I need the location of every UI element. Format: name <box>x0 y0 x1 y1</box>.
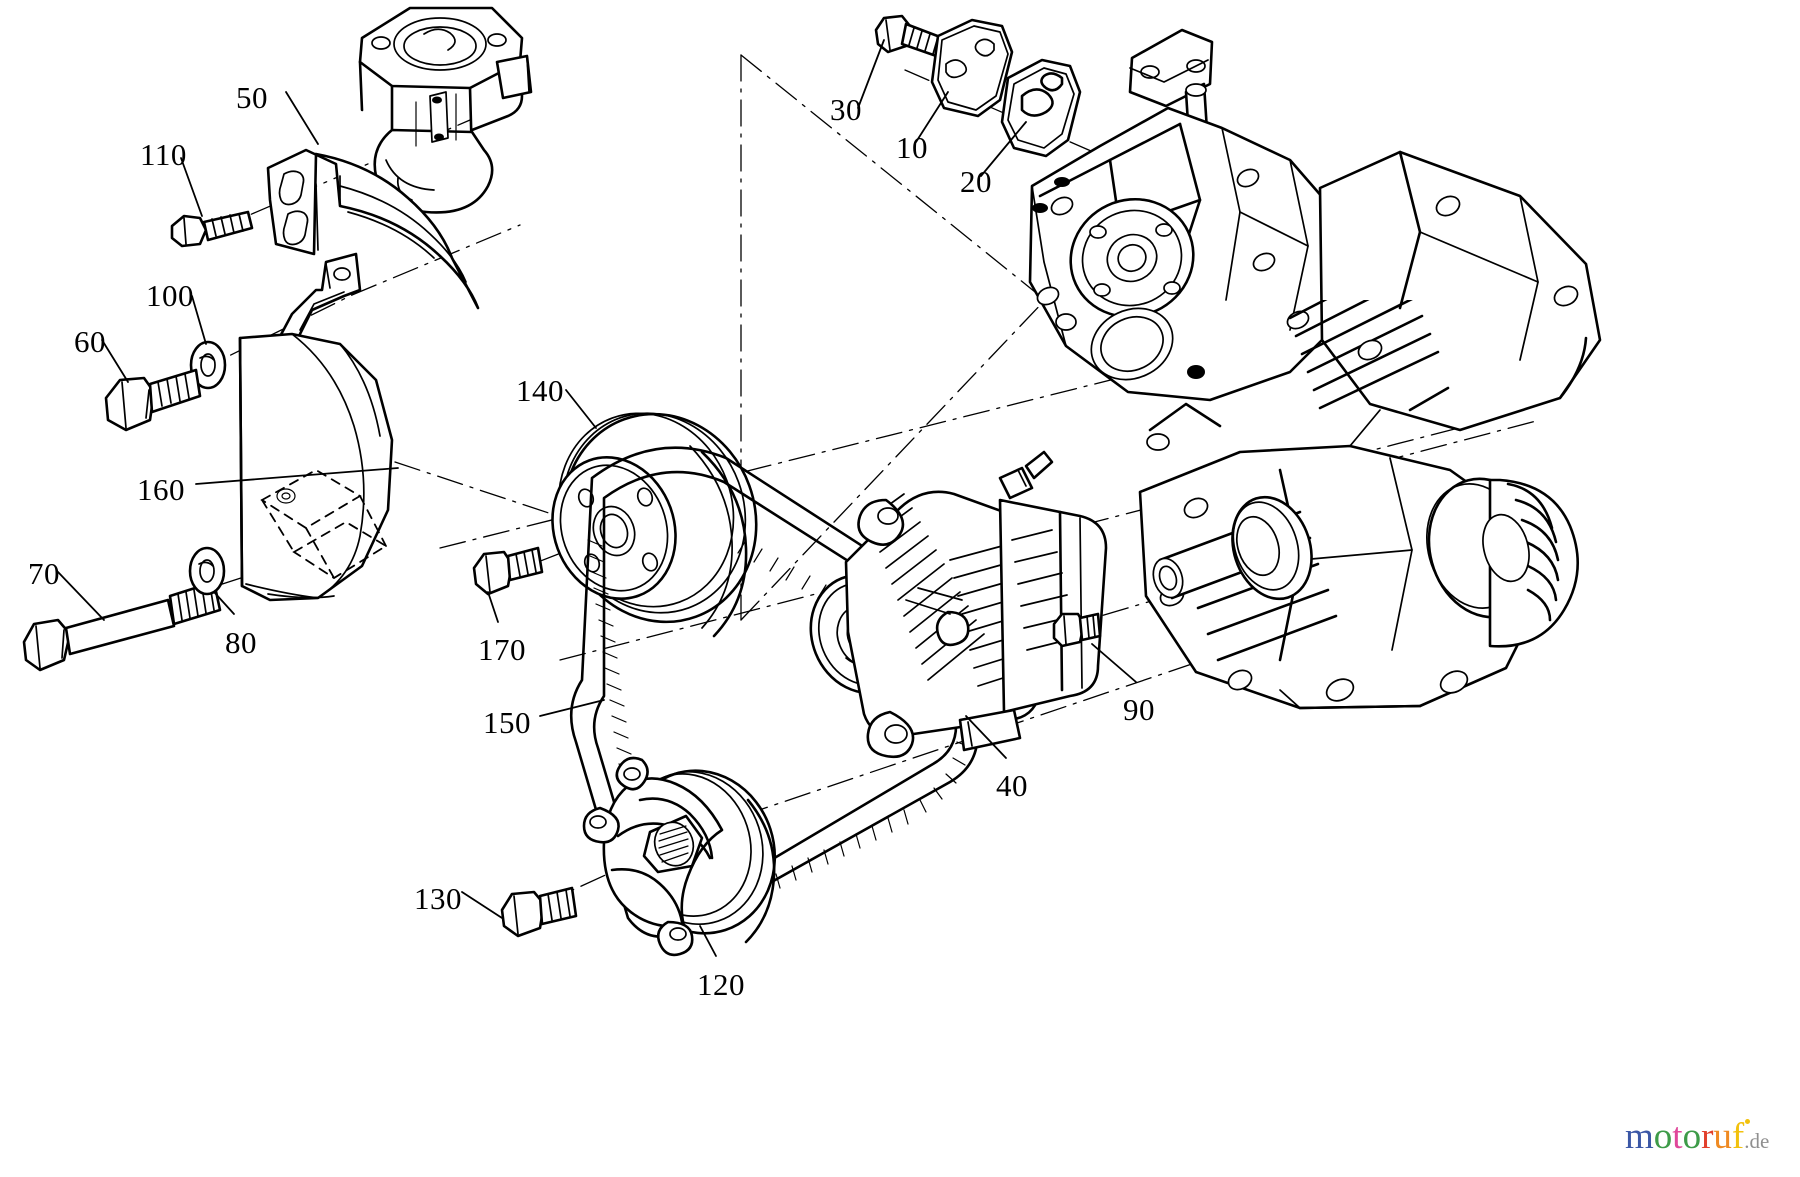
engine-block-assembly <box>1028 28 1602 710</box>
callout-170: 170 <box>478 632 526 667</box>
callout-130: 130 <box>414 881 462 916</box>
washer-part-80 <box>188 546 226 596</box>
watermark-letter-o1: o <box>1653 1116 1673 1157</box>
water-pump-part-120 <box>582 756 777 957</box>
callout-30: 30 <box>830 92 862 127</box>
watermark-letter-r: r <box>1701 1116 1714 1157</box>
watermark-letter-o2: o <box>1682 1116 1702 1157</box>
intake-housing-part-50 <box>358 6 533 214</box>
callout-70: 70 <box>28 556 60 591</box>
callout-100: 100 <box>146 278 194 313</box>
callout-60: 60 <box>74 324 106 359</box>
callout-50: 50 <box>236 80 268 115</box>
support-arm-part-50 <box>266 148 480 310</box>
crank-pulley-part-140 <box>551 412 758 638</box>
callout-20: 20 <box>960 164 992 199</box>
flange-bolt-part-170 <box>472 546 544 596</box>
callout-120: 120 <box>697 967 745 1002</box>
flange-bolt-part-130 <box>500 886 578 938</box>
callout-90: 90 <box>1123 692 1155 727</box>
callout-80: 80 <box>225 625 257 660</box>
hex-bolt-part-60 <box>104 368 202 432</box>
watermark-letter-m: m <box>1625 1116 1654 1157</box>
watermark-letter-t: t <box>1672 1116 1683 1157</box>
callout-110: 110 <box>140 137 187 172</box>
motoruf-watermark: motoruf.de <box>1625 1118 1769 1155</box>
watermark-suffix: .de <box>1744 1129 1770 1153</box>
watermark-letter-u: u <box>1713 1116 1732 1157</box>
callout-40: 40 <box>996 768 1028 803</box>
leader-lines <box>57 39 1137 957</box>
callout-150: 150 <box>483 705 531 740</box>
watermark-accent-dot <box>1745 1119 1750 1124</box>
long-bolt-part-70 <box>22 580 222 672</box>
belt-guard-cover-part-160 <box>238 332 394 602</box>
cover-gasket-part-20 <box>1000 58 1082 158</box>
washer-part-100 <box>189 340 227 390</box>
flange-bolt-part-110 <box>170 210 254 248</box>
callout-10: 10 <box>896 130 928 165</box>
pivot-bolt-part-90 <box>1052 612 1102 648</box>
side-cover-plate-part-10 <box>930 18 1014 118</box>
callout-160: 160 <box>137 472 185 507</box>
watermark-letter-f: f <box>1731 1116 1745 1157</box>
alternator-part-40 <box>809 450 1108 759</box>
callout-140: 140 <box>516 373 564 408</box>
